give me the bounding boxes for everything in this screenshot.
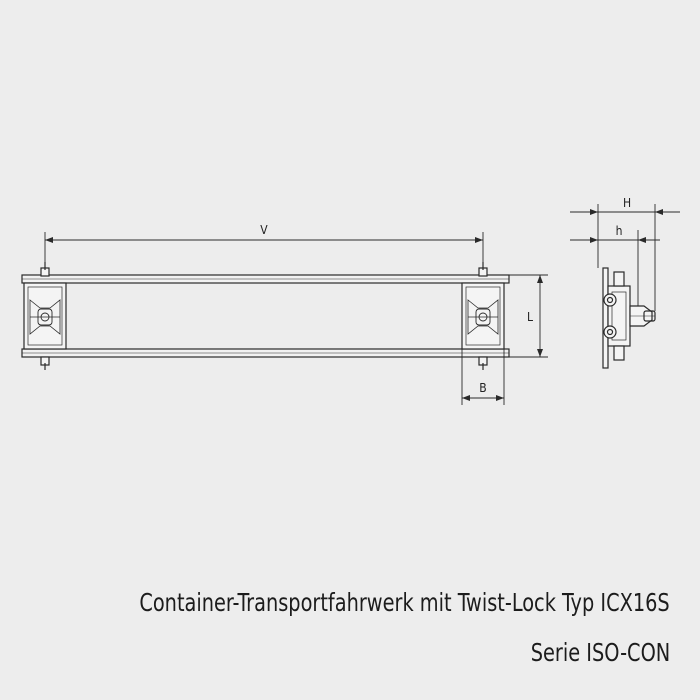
dimension-label-b: B [479,381,486,395]
dimension-label-h-lower: h [616,224,623,238]
dimension-b [461,349,505,405]
dimension-v [44,232,484,268]
dimension-label-v: V [260,223,268,237]
upper-rail [21,274,510,284]
dimension-h-lower [570,230,660,306]
side-view [570,204,680,369]
left-twist-lock-unit [23,262,67,370]
dimension-label-h-upper: H [623,196,631,210]
front-view [21,232,548,405]
dimension-h-upper [570,204,680,311]
dimension-label-l: L [527,310,533,324]
dimension-l [509,274,548,358]
right-twist-lock-unit [461,262,505,370]
caption-title: Container-Transportfahrwerk mit Twist-Lo… [139,588,670,617]
lower-rail [21,348,510,358]
caption-series: Serie ISO-CON [530,638,670,667]
